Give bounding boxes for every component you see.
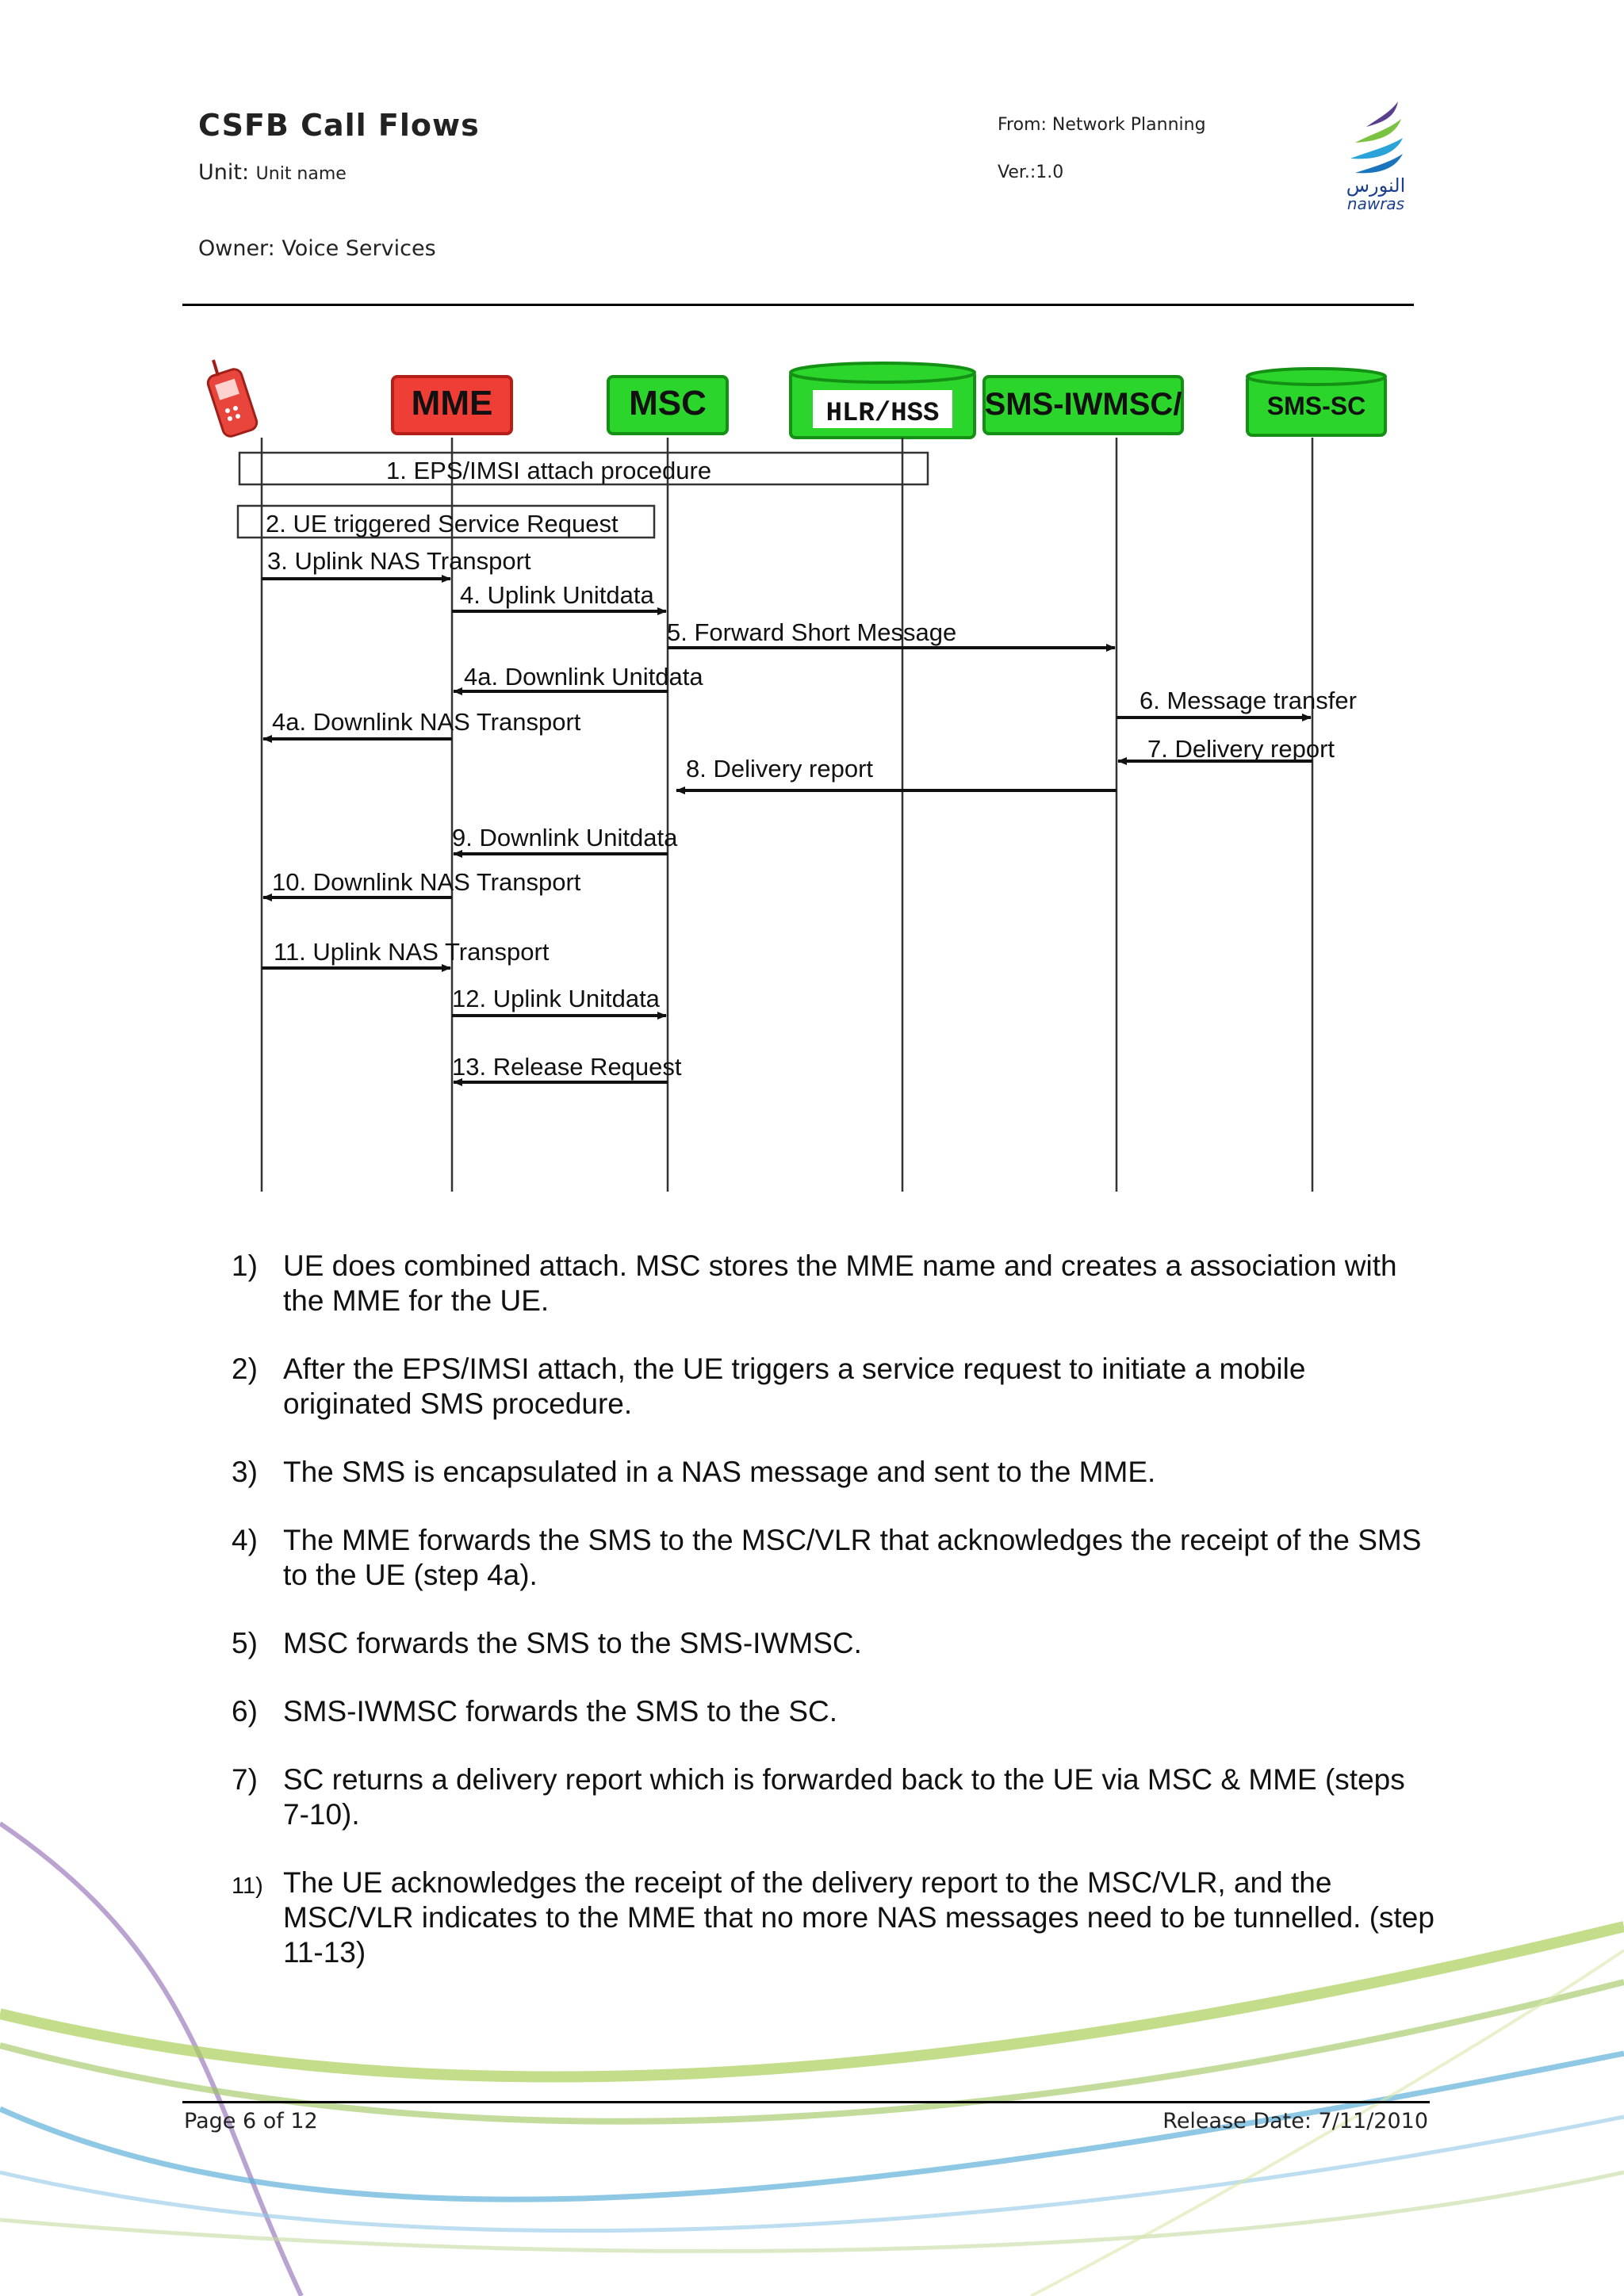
ue-phone-icon — [206, 360, 259, 438]
msg-4a-nas-label: 4a. Downlink NAS Transport — [272, 708, 581, 736]
entity-hlr-hss: HLR/HSS — [791, 363, 975, 438]
list-item-number: 4) — [232, 1523, 258, 1558]
entity-mme-label: MME — [412, 384, 493, 423]
list-item-text: After the EPS/IMSI attach, the UE trigge… — [283, 1353, 1305, 1420]
list-item: 2) After the EPS/IMSI attach, the UE tri… — [232, 1352, 1437, 1422]
list-item: 7) SC returns a delivery report which is… — [232, 1762, 1437, 1832]
logo-latin-text: nawras — [1347, 194, 1404, 213]
list-item-text: UE does combined attach. MSC stores the … — [283, 1249, 1397, 1317]
msg-5-label: 5. Forward Short Message — [667, 618, 956, 646]
footer-divider — [182, 2101, 1430, 2103]
list-item: 4) The MME forwards the SMS to the MSC/V… — [232, 1523, 1437, 1593]
list-item-text: SMS-IWMSC forwards the SMS to the SC. — [283, 1695, 837, 1728]
msg-2-label: 2. UE triggered Service Request — [266, 510, 619, 538]
entity-msc-label: MSC — [629, 384, 707, 423]
entity-sms-iwmsc: SMS-IWMSC/ — [984, 377, 1182, 434]
list-item-number: 5) — [232, 1626, 258, 1661]
msg-7-label: 7. Delivery report — [1147, 735, 1335, 763]
unit-label: Unit: — [198, 160, 249, 185]
entity-sms-sc: SMS-SC — [1247, 369, 1385, 435]
list-item-text: The SMS is encapsulated in a NAS message… — [283, 1456, 1155, 1488]
entity-sms-sc-label: SMS-SC — [1267, 392, 1365, 420]
unit-line: Unit: Unit name — [198, 160, 347, 185]
msg-4a-msc-label: 4a. Downlink Unitdata — [464, 663, 703, 691]
entity-msc: MSC — [608, 377, 727, 434]
msg-6-label: 6. Message transfer — [1139, 687, 1357, 714]
message-arrows — [262, 579, 1312, 1082]
msg-9-label: 9. Downlink Unitdata — [452, 824, 678, 851]
list-item: 6) SMS-IWMSC forwards the SMS to the SC. — [232, 1694, 1437, 1729]
list-item-text: The MME forwards the SMS to the MSC/VLR … — [283, 1524, 1421, 1591]
entity-sms-iwmsc-label: SMS-IWMSC/ — [985, 387, 1182, 422]
msg-10-label: 10. Downlink NAS Transport — [272, 868, 581, 896]
list-item-text: SC returns a delivery report which is fo… — [283, 1763, 1405, 1831]
list-item-text: The UE acknowledges the receipt of the d… — [283, 1866, 1434, 1969]
list-item-number: 7) — [232, 1762, 258, 1797]
list-item-number: 3) — [232, 1455, 258, 1490]
page-number: Page 6 of 12 — [184, 2109, 318, 2133]
unit-value: Unit name — [256, 164, 347, 184]
msg-1-label: 1. EPS/IMSI attach procedure — [386, 457, 711, 484]
msg-3-label: 3. Uplink NAS Transport — [267, 547, 531, 575]
entity-mme: MME — [393, 377, 511, 434]
msg-13-label: 13. Release Request — [452, 1053, 682, 1081]
list-item: 5) MSC forwards the SMS to the SMS-IWMSC… — [232, 1626, 1437, 1661]
version-line: Ver.:1.0 — [998, 163, 1063, 182]
list-item: 11) The UE acknowledges the receipt of t… — [232, 1866, 1437, 1970]
sequence-diagram: MME MSC HLR/HSS SMS-IWMSC/ SMS-SC — [202, 349, 1423, 1205]
from-line: From: Network Planning — [998, 115, 1206, 135]
msg-11-label: 11. Uplink NAS Transport — [274, 938, 550, 966]
msg-12-label: 12. Uplink Unitdata — [452, 985, 661, 1012]
msg-4-label: 4. Uplink Unitdata — [460, 581, 654, 609]
list-item-number: 6) — [232, 1694, 258, 1729]
list-item: 3) The SMS is encapsulated in a NAS mess… — [232, 1455, 1437, 1490]
msg-8-label: 8. Delivery report — [686, 755, 873, 783]
entity-hlr-hss-label: HLR/HSS — [826, 399, 940, 429]
list-item-number: 1) — [232, 1249, 258, 1284]
list-item: 1) UE does combined attach. MSC stores t… — [232, 1249, 1437, 1318]
list-item-number: 11) — [232, 1869, 263, 1904]
nawras-logo: النورس nawras — [1328, 95, 1423, 214]
release-date: Release Date: 7/11/2010 — [1162, 2109, 1428, 2133]
document-title: CSFB Call Flows — [198, 108, 480, 143]
steps-list: 1) UE does combined attach. MSC stores t… — [232, 1249, 1437, 2003]
list-item-number: 2) — [232, 1352, 258, 1387]
list-item-text: MSC forwards the SMS to the SMS-IWMSC. — [283, 1627, 862, 1659]
owner-line: Owner: Voice Services — [198, 236, 436, 261]
header-divider — [182, 304, 1414, 306]
logo-arabic-text: النورس — [1346, 174, 1406, 197]
